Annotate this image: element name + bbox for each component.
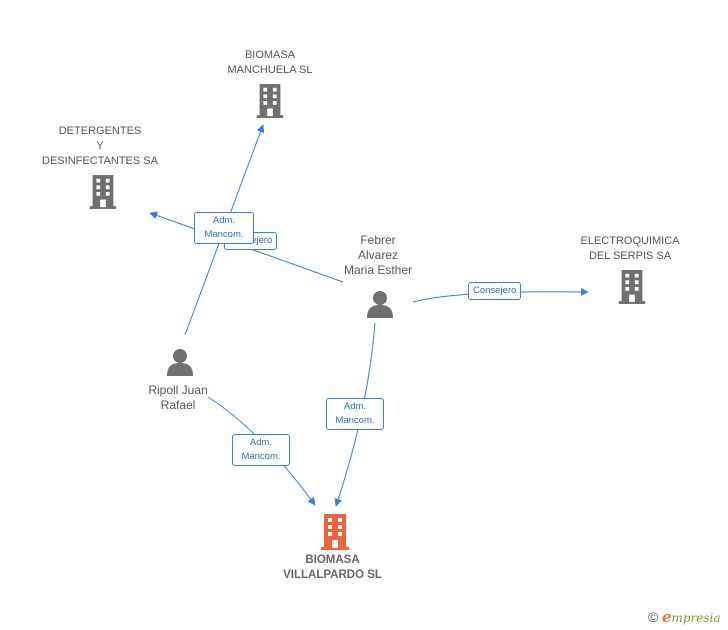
- edge-label-ripoll-villalpardo: Adm. Mancom.: [232, 434, 290, 466]
- node-label-line: MANCHUELA SL: [227, 64, 313, 76]
- node-label-electroquimica[interactable]: ELECTROQUIMICA DEL SERPIS SA: [570, 234, 690, 264]
- node-label-line: DESINFECTANTES SA: [42, 155, 158, 167]
- edge-label-line: Mancom.: [335, 415, 375, 426]
- building-icon[interactable]: [89, 175, 117, 209]
- node-label-line: Y: [96, 140, 104, 152]
- edge-label-febrer-electroquimica: Consejero: [468, 282, 522, 300]
- edge-label-text: Consejero: [473, 285, 517, 296]
- brand-name: mpresia: [671, 611, 721, 625]
- node-label-line: ELECTROQUIMICA: [580, 235, 680, 247]
- node-label-line: BIOMASA: [305, 554, 360, 566]
- brand-initial: e: [661, 608, 672, 626]
- building-icon[interactable]: [618, 270, 646, 304]
- node-label-line: Ripoll Juan: [148, 383, 208, 397]
- building-icon[interactable]: [321, 514, 349, 550]
- edge-label-line: Mancom.: [241, 451, 281, 462]
- edge-label-febrer-villalpardo: Adm. Mancom.: [326, 398, 384, 430]
- edge-label-line: Adm.: [249, 437, 273, 448]
- edge-label-line: Adm.: [212, 215, 236, 226]
- node-label-febrer[interactable]: Febrer Alvarez Maria Esther: [328, 233, 428, 278]
- edge-label-line: Adm.: [343, 401, 367, 412]
- brand-logo: © empresia: [648, 608, 721, 626]
- node-label-detergentes[interactable]: DETERGENTES Y DESINFECTANTES SA: [40, 124, 160, 169]
- edge-label-ripoll-manchuela: Adm. Mancom.: [194, 212, 254, 244]
- node-label-line: BIOMASA: [244, 49, 296, 61]
- building-icon[interactable]: [256, 84, 284, 118]
- node-label-line: Febrer: [360, 233, 396, 247]
- node-label-line: DEL SERPIS SA: [588, 250, 672, 262]
- node-label-line: Rafael: [160, 398, 196, 412]
- person-icon[interactable]: [167, 349, 193, 376]
- node-label-line: Alvarez: [357, 248, 398, 262]
- edge-label-line: Mancom.: [204, 229, 244, 240]
- node-label-ripoll[interactable]: Ripoll Juan Rafael: [128, 383, 228, 413]
- node-label-line: VILLALPARDO SL: [283, 569, 382, 581]
- node-label-line: Maria Esther: [343, 263, 413, 277]
- node-label-biomasa-villalpardo[interactable]: BIOMASA VILLALPARDO SL: [270, 553, 395, 583]
- node-label-line: DETERGENTES: [58, 125, 142, 137]
- person-icon[interactable]: [367, 291, 393, 318]
- node-label-biomasa-manchuela[interactable]: BIOMASA MANCHUELA SL: [210, 48, 330, 78]
- copyright-symbol: ©: [648, 609, 659, 625]
